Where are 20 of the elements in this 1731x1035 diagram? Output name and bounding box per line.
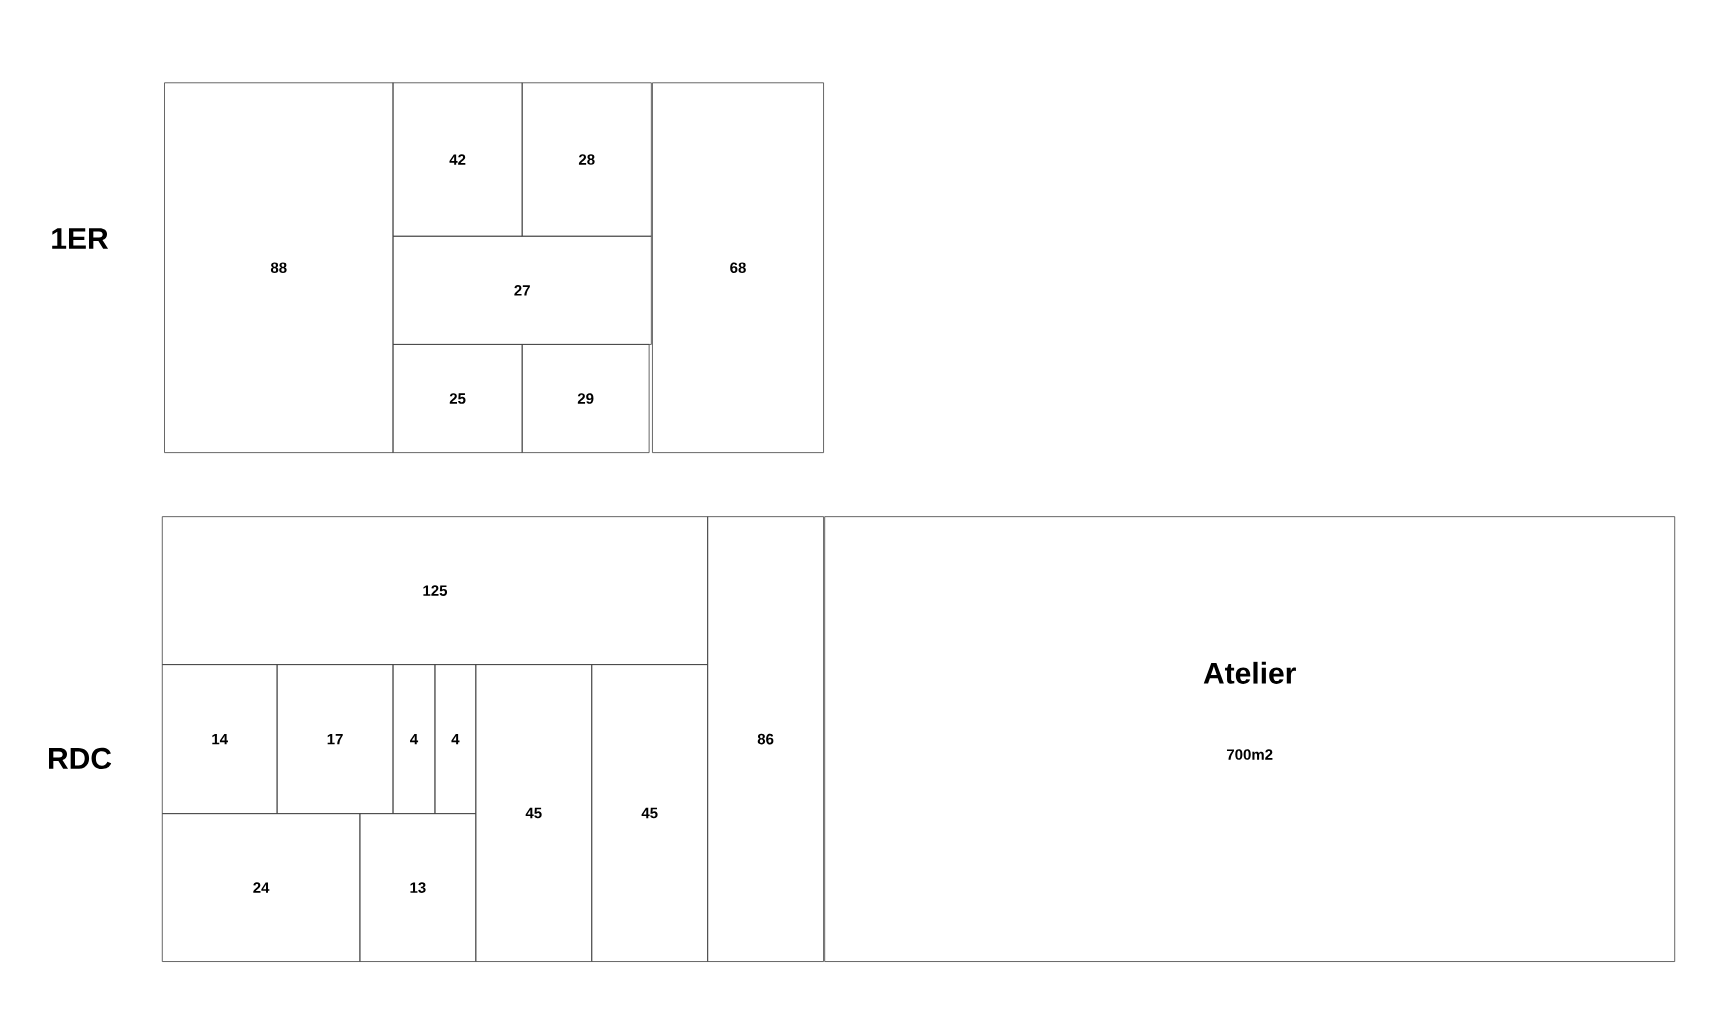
room-box: 25 <box>392 344 523 453</box>
room-box: 14 <box>161 664 278 814</box>
room-box: 27 <box>392 235 652 345</box>
room-box: 29 <box>521 344 650 453</box>
room-box: 68 <box>652 82 824 453</box>
room-box: 86 <box>707 516 824 962</box>
room-box: 88 <box>164 82 394 453</box>
room-box: 13 <box>359 813 477 962</box>
room-box: 45 <box>591 664 709 962</box>
room-box: Atelier 700m2 <box>824 516 1676 962</box>
floor-label: RDC <box>49 747 112 770</box>
room-box: 28 <box>521 82 652 237</box>
room-box: 4 <box>434 664 477 814</box>
room-box: 42 <box>392 82 523 237</box>
room-box: 45 <box>475 664 593 962</box>
room-box: 4 <box>392 664 436 814</box>
room-box: 24 <box>161 813 361 962</box>
room-box: 17 <box>276 664 394 814</box>
room-box: 125 <box>161 516 709 665</box>
floor-label: 1ER <box>52 228 109 249</box>
